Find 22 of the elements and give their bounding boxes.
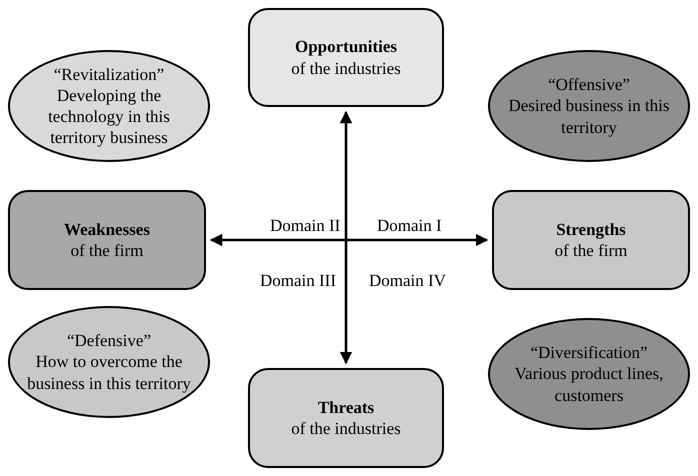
- node-text: of the firm: [70, 240, 144, 262]
- node-title: Opportunities: [294, 36, 398, 58]
- node-text: of the industries: [291, 58, 401, 79]
- double-arrow: [210, 234, 488, 246]
- rounded-box: [8, 190, 206, 290]
- node-text: of the firm: [554, 240, 628, 262]
- node-text: of the industries: [291, 418, 401, 440]
- node-title: Strengths: [556, 218, 626, 240]
- rounded-box: [248, 368, 444, 468]
- node-text: How to overcome the business in this territory: [26, 351, 192, 394]
- node-text: Desired business in this territory: [507, 95, 671, 138]
- node-title: “Offensive”: [548, 74, 630, 96]
- node-title: Weaknesses: [64, 218, 150, 240]
- rounded-box: [248, 8, 444, 107]
- node-title: “Revitalization”: [54, 64, 164, 85]
- double-arrow: [340, 110, 352, 364]
- node-text: Various product lines, customers: [514, 363, 664, 406]
- node-title: Threats: [318, 396, 374, 418]
- rounded-box: [492, 190, 690, 290]
- node-title: “Diversification”: [530, 342, 648, 364]
- node-text: Developing the technology in this territory business: [47, 84, 171, 148]
- node-title: “Defensive”: [66, 330, 151, 352]
